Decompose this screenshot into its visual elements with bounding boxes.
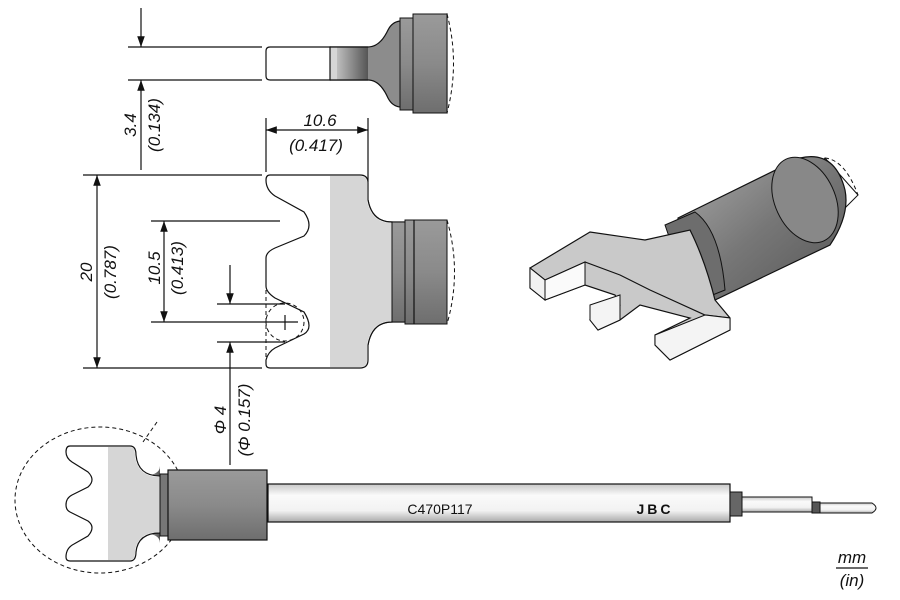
dimension-thickness: 3.4 (0.134)	[121, 8, 164, 170]
diameter-in-label: (Φ 0.157)	[235, 384, 254, 457]
thickness-mm-label: 3.4	[121, 113, 140, 137]
width-in-label: (0.417)	[289, 136, 343, 155]
width-mm-label: 10.6	[303, 111, 337, 130]
top-view	[128, 13, 454, 114]
model-label: C470P117	[407, 501, 472, 517]
diameter-mm-label: Φ 4	[211, 406, 230, 434]
brand-logo: JBC	[636, 501, 673, 517]
height-in-label: (0.787)	[101, 245, 120, 299]
dimension-height: 20 (0.787)	[77, 174, 262, 369]
units-mm: mm	[838, 548, 866, 567]
dimension-pitch: 10.5 (0.413)	[145, 220, 298, 323]
height-mm-label: 20	[77, 262, 96, 282]
pitch-mm-label: 10.5	[145, 251, 164, 285]
dimension-width: 10.6 (0.417)	[265, 111, 369, 182]
units-legend: mm (in)	[836, 548, 868, 590]
isometric-view	[529, 156, 859, 361]
thickness-in-label: (0.134)	[145, 98, 164, 152]
front-view	[265, 174, 455, 369]
pitch-in-label: (0.413)	[168, 241, 187, 295]
units-in: (in)	[840, 571, 865, 590]
dimension-diameter: Φ 4 (Φ 0.157)	[211, 265, 285, 465]
cartridge-view: C470P117 JBC	[14, 421, 877, 574]
